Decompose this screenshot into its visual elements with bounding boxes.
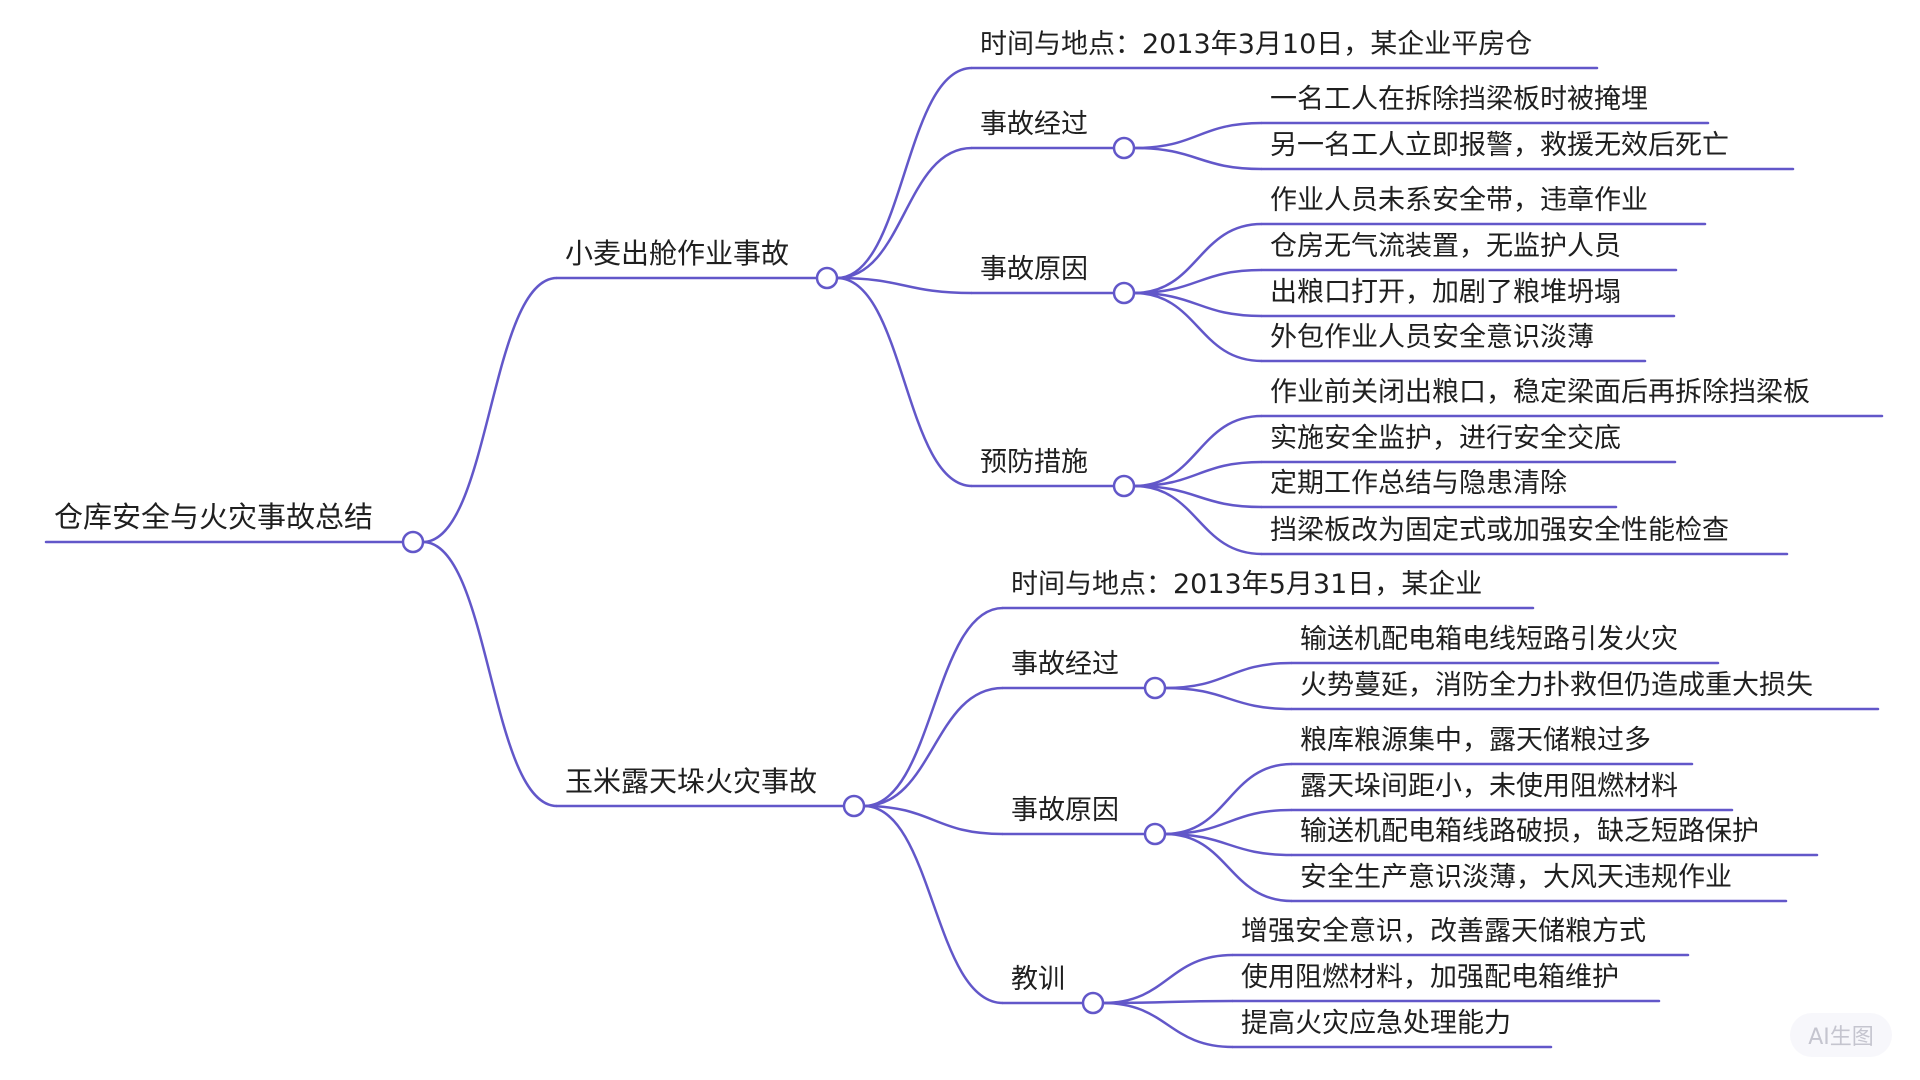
corn-cause-item-4[interactable]: 安全生产意识淡薄，大风天违规作业	[1300, 862, 1732, 893]
connector-1-to-1_2	[863, 804, 1004, 836]
connector-0_1-to-0_1_1	[1133, 146, 1263, 171]
connector-1-to-1_0	[863, 606, 1004, 808]
wheat-process-item-2[interactable]: 另一名工人立即报警，救援无效后死亡	[1270, 130, 1729, 161]
connector-0_2-to-0_2_2	[1133, 291, 1263, 318]
connector-0_3-to-0_3_3	[1133, 484, 1263, 556]
corn-process-item-1[interactable]: 输送机配电箱电线短路引发火灾	[1300, 624, 1678, 655]
corn-cause-label[interactable]: 事故原因	[1011, 795, 1119, 826]
corn-lesson-label[interactable]: 教训	[1011, 964, 1065, 995]
corn-time-place-label[interactable]: 时间与地点：2013年5月31日，某企业	[1011, 569, 1483, 600]
wheat-cause-label[interactable]: 事故原因	[980, 254, 1088, 285]
collapse-toggle-0_3	[1112, 474, 1136, 498]
connector-0_2-to-0_2_1	[1133, 268, 1263, 295]
connector-0_3-to-0_3_2	[1133, 484, 1263, 509]
collapse-toggle-1_1	[1143, 676, 1167, 700]
wheat-prevention-item-3[interactable]: 定期工作总结与隐患清除	[1270, 468, 1567, 499]
wheat-prevention-item-4[interactable]: 挡梁板改为固定式或加强安全性能检查	[1270, 515, 1729, 546]
wheat-prevention-label[interactable]: 预防措施	[980, 447, 1088, 478]
wheat-cause-item-3[interactable]: 出粮口打开，加剧了粮堆坍塌	[1270, 277, 1621, 308]
ai-watermark-badge: AI生图	[1790, 1013, 1892, 1057]
connector-1_3-to-1_3_1	[1102, 999, 1234, 1005]
corn-process-item-2[interactable]: 火势蔓延，消防全力扑救但仍造成重大损失	[1300, 670, 1813, 701]
corn-lesson-item-2[interactable]: 使用阻燃材料，加强配电箱维护	[1241, 962, 1619, 993]
corn-process-label[interactable]: 事故经过	[1011, 649, 1119, 680]
connector-0_2-to-0_2_0	[1133, 222, 1263, 295]
connector-1_1-to-1_1_0	[1164, 661, 1293, 690]
wheat-process-item-1[interactable]: 一名工人在拆除挡梁板时被掩埋	[1270, 84, 1648, 115]
connector-0_3-to-0_3_1	[1133, 460, 1263, 488]
corn-cause-item-3[interactable]: 输送机配电箱线路破损，缺乏短路保护	[1300, 816, 1759, 847]
collapse-toggle-1_2	[1143, 822, 1167, 846]
connector-0_1-to-0_1_0	[1133, 121, 1263, 150]
wheat-cause-item-1[interactable]: 作业人员未系安全带，违章作业	[1270, 185, 1648, 216]
wheat-time-place-label[interactable]: 时间与地点：2013年3月10日，某企业平房仓	[980, 29, 1533, 60]
connector-0-to-0_3	[836, 276, 973, 488]
root-node-label[interactable]: 仓库安全与火灾事故总结	[54, 500, 374, 534]
connector-0-to-0_2	[836, 276, 973, 295]
branch-corn-fire-label[interactable]: 玉米露天垛火灾事故	[565, 765, 818, 798]
corn-lesson-item-1[interactable]: 增强安全意识，改善露天储粮方式	[1241, 916, 1646, 947]
collapse-toggle-1_3	[1081, 991, 1105, 1015]
collapse-toggle-root	[401, 530, 425, 554]
collapse-toggle-0_2	[1112, 281, 1136, 305]
wheat-prevention-item-1[interactable]: 作业前关闭出粮口，稳定梁面后再拆除挡梁板	[1270, 377, 1810, 408]
connector-0-to-0_1	[836, 146, 973, 280]
branch-wheat-accident-label[interactable]: 小麦出舱作业事故	[565, 237, 790, 270]
connector-1_3-to-1_3_0	[1102, 953, 1234, 1005]
connector-1_2-to-1_2_1	[1164, 808, 1293, 836]
connector-1_2-to-1_2_3	[1164, 832, 1293, 903]
connector-root-to-0	[422, 276, 558, 544]
connector-1_2-to-1_2_0	[1164, 762, 1293, 836]
connector-1_1-to-1_1_1	[1164, 686, 1293, 711]
corn-lesson-item-3[interactable]: 提高火灾应急处理能力	[1241, 1008, 1511, 1039]
collapse-toggle-0_1	[1112, 136, 1136, 160]
wheat-prevention-item-2[interactable]: 实施安全监护，进行安全交底	[1270, 423, 1621, 454]
connector-0_2-to-0_2_3	[1133, 291, 1263, 363]
connector-1_2-to-1_2_2	[1164, 832, 1293, 857]
wheat-process-label[interactable]: 事故经过	[980, 109, 1088, 140]
connector-0_3-to-0_3_0	[1133, 414, 1263, 488]
connector-1-to-1_3	[863, 804, 1004, 1005]
collapse-toggle-1	[842, 794, 866, 818]
connector-1-to-1_1	[863, 686, 1004, 808]
corn-cause-item-1[interactable]: 粮库粮源集中，露天储粮过多	[1300, 725, 1651, 756]
wheat-cause-item-2[interactable]: 仓房无气流装置，无监护人员	[1270, 231, 1621, 262]
corn-cause-item-2[interactable]: 露天垛间距小，未使用阻燃材料	[1300, 771, 1678, 802]
connector-1_3-to-1_3_2	[1102, 1001, 1234, 1049]
collapse-toggle-0	[815, 266, 839, 290]
connector-0-to-0_0	[836, 66, 973, 280]
connector-root-to-1	[422, 540, 558, 808]
wheat-cause-item-4[interactable]: 外包作业人员安全意识淡薄	[1270, 322, 1594, 353]
